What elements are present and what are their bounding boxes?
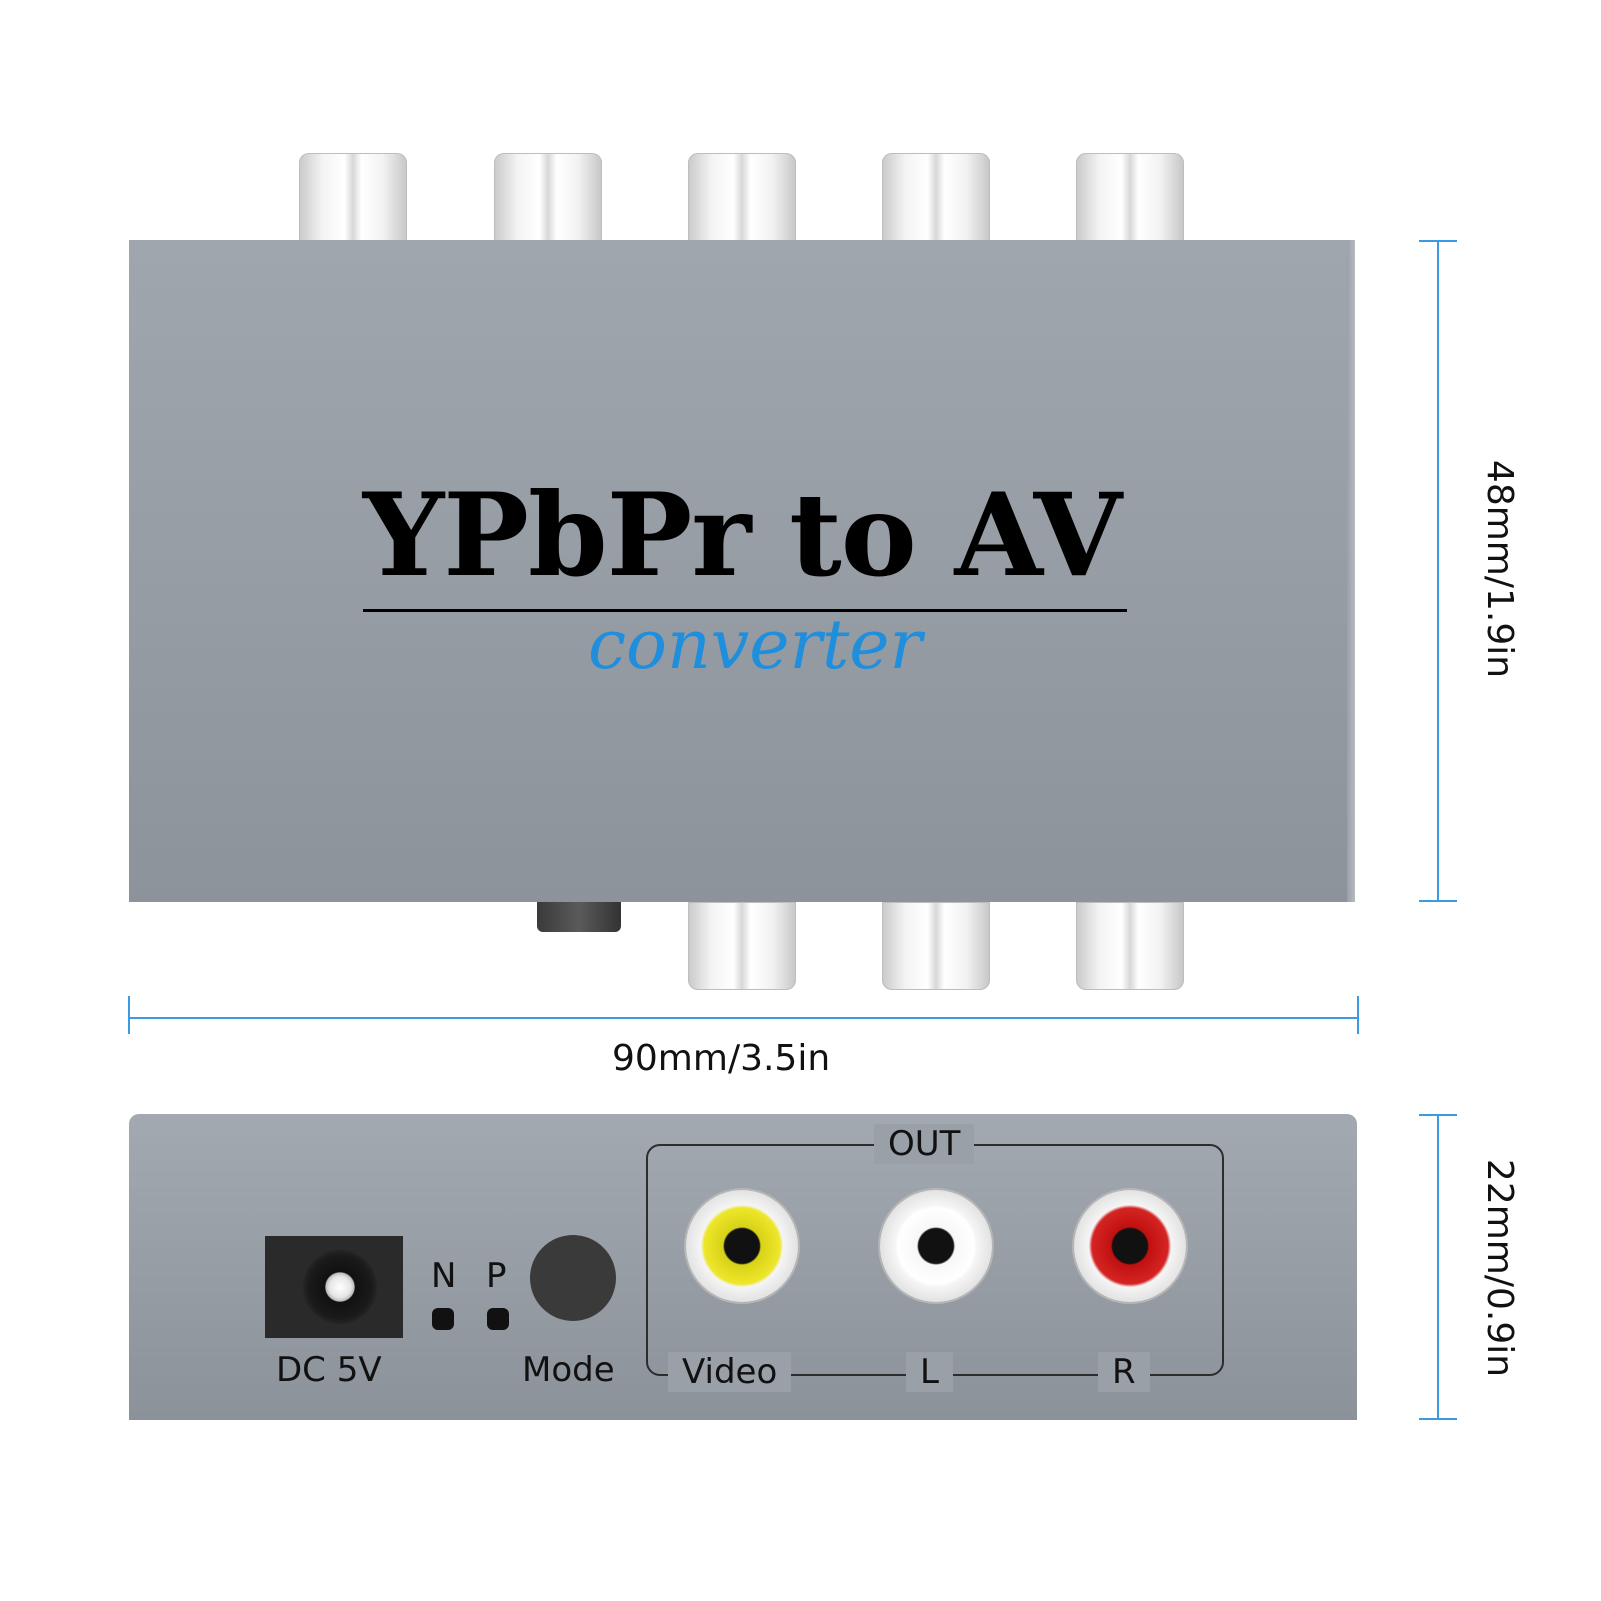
depth-dimension-label: 22mm/0.9in bbox=[1479, 1158, 1520, 1378]
height-dimension-cap-top bbox=[1419, 240, 1457, 242]
video-label: Video bbox=[668, 1352, 792, 1392]
title-underline bbox=[363, 609, 1127, 612]
video-rca-jack-icon bbox=[686, 1190, 798, 1302]
height-dimension-label: 48mm/1.9in bbox=[1479, 459, 1520, 679]
output-jack-left-top bbox=[882, 902, 990, 990]
depth-dimension-cap-bottom bbox=[1419, 1418, 1457, 1420]
depth-dimension-line bbox=[1437, 1114, 1439, 1420]
device-subtitle: converter bbox=[587, 606, 923, 685]
input-jack-3 bbox=[688, 153, 796, 243]
width-dimension-line bbox=[129, 1017, 1359, 1019]
dc-jack-icon bbox=[265, 1236, 403, 1338]
power-label: DC 5V bbox=[276, 1350, 382, 1390]
height-dimension-cap-bottom bbox=[1419, 900, 1457, 902]
device-top-view: YPbPr to AV converter bbox=[129, 240, 1355, 902]
mode-label: Mode bbox=[522, 1350, 615, 1390]
input-jack-2 bbox=[494, 153, 602, 243]
input-jack-1 bbox=[299, 153, 407, 243]
mode-switch-nub bbox=[537, 902, 621, 932]
output-jack-right-top bbox=[1076, 902, 1184, 990]
led-p-label: P bbox=[486, 1256, 507, 1296]
mode-button[interactable] bbox=[530, 1235, 616, 1321]
input-jack-4 bbox=[882, 153, 990, 243]
out-label: OUT bbox=[874, 1124, 975, 1164]
led-p-icon bbox=[487, 1308, 509, 1330]
left-label: L bbox=[906, 1352, 953, 1392]
depth-dimension-cap-top bbox=[1419, 1114, 1457, 1116]
right-label: R bbox=[1098, 1352, 1150, 1392]
width-dimension-cap-right bbox=[1357, 996, 1359, 1034]
device-title: YPbPr to AV bbox=[362, 468, 1122, 602]
width-dimension-cap-left bbox=[128, 996, 130, 1034]
led-n-icon bbox=[432, 1308, 454, 1330]
width-dimension-label: 90mm/3.5in bbox=[612, 1038, 831, 1079]
led-n-label: N bbox=[431, 1256, 457, 1296]
right-rca-jack-icon bbox=[1074, 1190, 1186, 1302]
output-jack-video-top bbox=[688, 902, 796, 990]
input-jack-5 bbox=[1076, 153, 1184, 243]
height-dimension-line bbox=[1437, 240, 1439, 902]
left-rca-jack-icon bbox=[880, 1190, 992, 1302]
